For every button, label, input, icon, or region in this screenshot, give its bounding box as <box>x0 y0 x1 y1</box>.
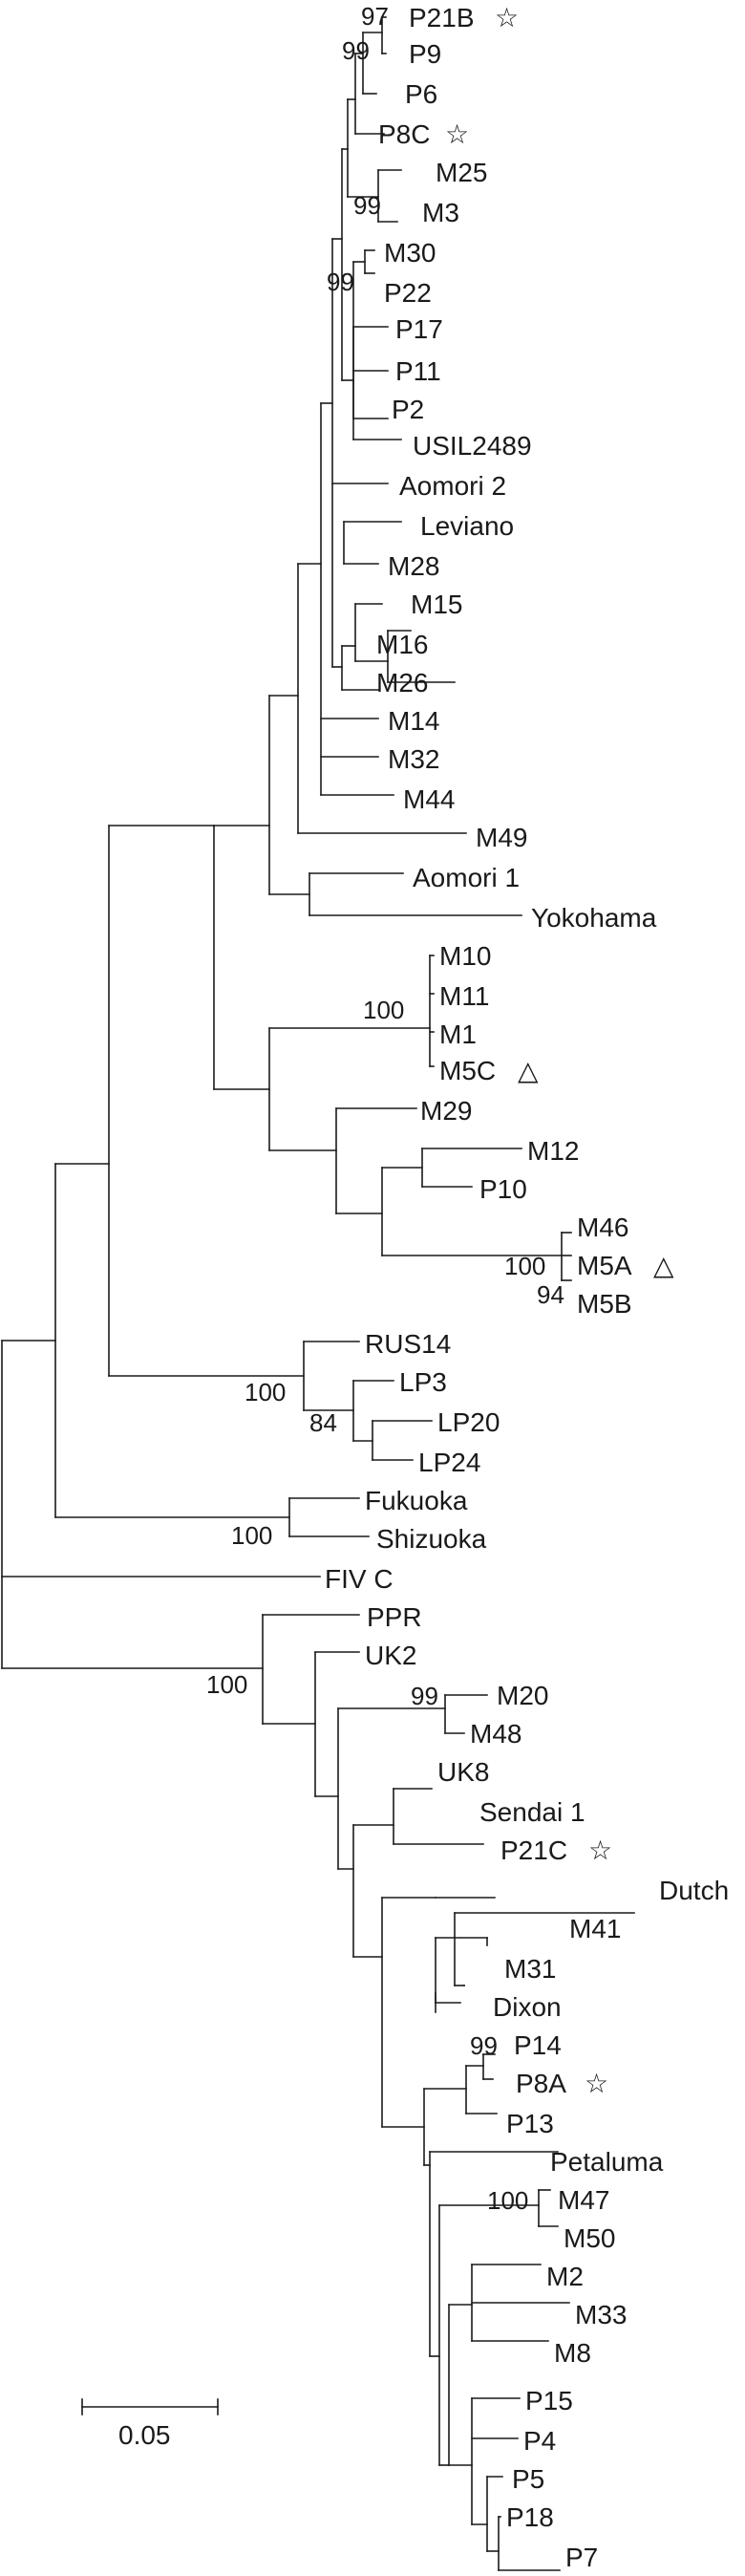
leaf-label: Yokohama <box>531 903 657 933</box>
leaf-label: P22 <box>384 278 432 308</box>
leaf-label: M5C <box>439 1056 496 1085</box>
leaf-label: P8C <box>378 119 430 149</box>
leaf-label: M49 <box>476 823 527 852</box>
leaf-label: P11 <box>395 356 441 386</box>
star-marker-icon: ☆ <box>588 1835 612 1865</box>
leaf-label: UK8 <box>437 1757 489 1787</box>
support-value: 99 <box>411 1682 438 1710</box>
leaf-label: M20 <box>497 1681 548 1710</box>
leaf-label: LP20 <box>437 1407 500 1437</box>
leaf-label: UK2 <box>365 1641 416 1670</box>
leaf-label: P5 <box>512 2464 544 2494</box>
leaf-label: M41 <box>569 1914 621 1943</box>
star-marker-icon: ☆ <box>495 3 519 32</box>
triangle-marker-icon: △ <box>518 1056 539 1085</box>
leaf-label: M50 <box>564 2223 615 2253</box>
leaf-label: P6 <box>405 79 437 109</box>
leaf-label: Aomori 1 <box>413 863 520 892</box>
leaf-label: M14 <box>388 706 439 736</box>
tree-branches <box>1 16 635 2571</box>
support-value: 100 <box>206 1670 247 1699</box>
leaf-label: M5B <box>577 1289 632 1319</box>
leaf-label: M47 <box>558 2185 609 2215</box>
leaf-label: P9 <box>409 39 441 69</box>
support-value: 94 <box>537 1280 564 1309</box>
leaf-label: M8 <box>554 2338 591 2368</box>
leaf-label: Shizuoka <box>376 1524 487 1554</box>
leaf-label: M10 <box>439 941 491 971</box>
leaf-label: P4 <box>523 2426 556 2456</box>
leaf-label: LP24 <box>418 1448 480 1477</box>
support-value: 99 <box>327 268 354 296</box>
leaf-label: M11 <box>439 981 489 1011</box>
leaf-label: P17 <box>395 314 443 344</box>
star-marker-icon: ☆ <box>445 119 469 149</box>
leaf-label: M32 <box>388 744 439 774</box>
leaf-label: P10 <box>479 1174 527 1204</box>
support-value: 97 <box>361 2 389 31</box>
support-value: 99 <box>353 191 381 220</box>
leaf-label: M48 <box>470 1719 522 1749</box>
star-marker-icon: ☆ <box>585 2069 608 2098</box>
leaf-label: M33 <box>575 2300 627 2329</box>
leaf-labels: P21B ☆ P9 P6 P8C ☆ M25 M3 M30 P22 P17 P1… <box>325 3 729 2572</box>
leaf-label: P2 <box>392 395 424 424</box>
leaf-label: Petaluma <box>550 2147 664 2177</box>
leaf-label: Leviano <box>420 511 514 541</box>
leaf-label: LP3 <box>399 1367 447 1397</box>
support-value: 100 <box>504 1252 545 1280</box>
support-values: 97 99 99 99 100 100 94 100 84 100 100 99… <box>206 2 564 2215</box>
leaf-label: PPR <box>367 1602 422 1632</box>
leaf-label: M1 <box>439 1020 477 1049</box>
leaf-label: USIL2489 <box>413 431 532 461</box>
leaf-label: M46 <box>577 1213 628 1242</box>
leaf-label: Dutch <box>659 1876 729 1905</box>
leaf-label: Sendai 1 <box>479 1797 585 1827</box>
leaf-label: P8A <box>516 2069 566 2098</box>
support-value: 100 <box>245 1378 286 1406</box>
leaf-label: P14 <box>514 2030 562 2060</box>
leaf-label: M15 <box>411 590 462 619</box>
leaf-label: M26 <box>376 668 428 698</box>
scale-bar-label: 0.05 <box>118 2420 171 2450</box>
leaf-label: P7 <box>565 2543 598 2572</box>
support-value: 84 <box>309 1408 337 1437</box>
triangle-marker-icon: △ <box>653 1251 674 1280</box>
leaf-label: M3 <box>422 198 459 227</box>
leaf-label: RUS14 <box>365 1329 451 1359</box>
leaf-label: M12 <box>527 1136 579 1166</box>
leaf-label: M28 <box>388 551 439 581</box>
leaf-label: Fukuoka <box>365 1486 468 1515</box>
leaf-label: FIV C <box>325 1564 394 1594</box>
leaf-label: M30 <box>384 238 436 268</box>
leaf-label: M44 <box>403 784 455 814</box>
leaf-label: P13 <box>506 2109 554 2138</box>
leaf-label: M5A <box>577 1251 632 1280</box>
support-value: 99 <box>342 36 370 65</box>
leaf-label: P15 <box>525 2386 573 2415</box>
leaf-label: Dixon <box>493 1992 562 2022</box>
support-value: 100 <box>487 2186 528 2215</box>
support-value: 99 <box>470 2031 498 2060</box>
leaf-label: Aomori 2 <box>399 471 506 501</box>
support-value: 100 <box>363 996 404 1024</box>
leaf-label: M16 <box>376 630 428 659</box>
leaf-label: M25 <box>436 158 487 187</box>
leaf-label: P21B <box>409 3 475 32</box>
leaf-label: P21C <box>500 1835 567 1865</box>
support-value: 100 <box>231 1521 272 1550</box>
leaf-label: M29 <box>420 1096 472 1126</box>
leaf-label: P18 <box>506 2502 554 2532</box>
leaf-label: M31 <box>504 1954 556 1984</box>
leaf-label: M2 <box>546 2262 584 2291</box>
